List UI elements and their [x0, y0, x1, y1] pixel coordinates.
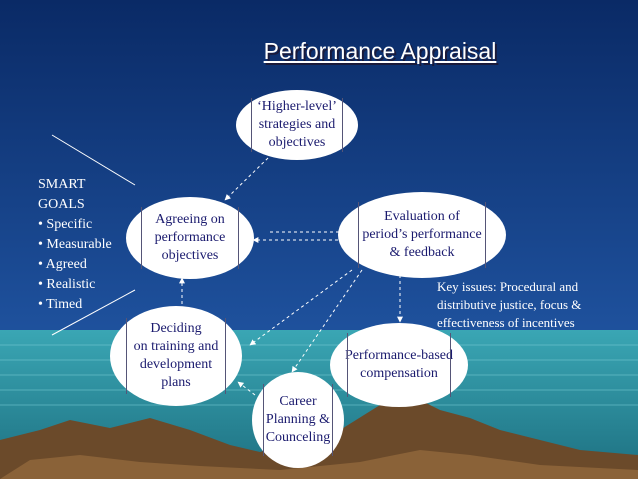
smart-item-timed: Timed: [38, 295, 112, 315]
smart-heading: SMART: [38, 175, 112, 195]
node-evaluation: Evaluation of period’s performance & fee…: [338, 192, 506, 278]
node-strategies-label: ‘Higher-level’ strategies and objectives: [257, 98, 337, 152]
node-performance-compensation-label: Performance-based compensation: [345, 347, 453, 383]
goals-heading: GOALS: [38, 195, 112, 215]
node-strategies: ‘Higher-level’ strategies and objectives: [236, 90, 358, 160]
smart-list: Specific Measurable Agreed Realistic Tim…: [38, 215, 112, 315]
node-career-planning-label: Career Planning & Counceling: [266, 393, 331, 447]
smart-item-realistic: Realistic: [38, 275, 112, 295]
smart-item-specific: Specific: [38, 215, 112, 235]
node-evaluation-label: Evaluation of period’s performance & fee…: [362, 208, 481, 262]
node-deciding-training-label: Deciding on training and development pla…: [134, 320, 219, 392]
node-agreeing-objectives-label: Agreeing on performance objectives: [155, 211, 226, 265]
node-career-planning: Career Planning & Counceling: [252, 372, 344, 468]
slide-title: Performance Appraisal: [245, 38, 515, 65]
node-agreeing-objectives: Agreeing on performance objectives: [126, 197, 254, 279]
key-issues-note: Key issues: Procedural and distributive …: [437, 278, 607, 332]
smart-item-measurable: Measurable: [38, 235, 112, 255]
node-performance-compensation: Performance-based compensation: [330, 323, 468, 407]
smart-goals: SMART GOALS Specific Measurable Agreed R…: [38, 175, 112, 315]
node-deciding-training: Deciding on training and development pla…: [110, 306, 242, 406]
smart-item-agreed: Agreed: [38, 255, 112, 275]
